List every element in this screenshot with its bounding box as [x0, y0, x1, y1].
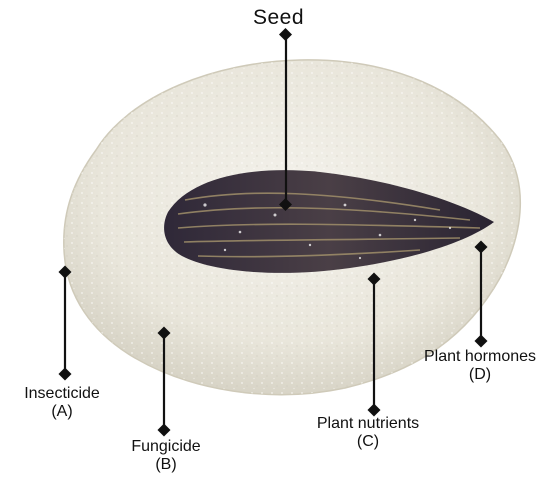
insecticide-label: Insecticide (A) [12, 385, 112, 422]
plant-hormones-label-letter: (D) [408, 366, 552, 384]
insecticide-label-name: Insecticide [12, 385, 112, 403]
plant-nutrients-label-name: Plant nutrients [296, 415, 440, 433]
fungicide-label-name: Fungicide [118, 438, 214, 456]
insecticide-label-letter: (A) [12, 403, 112, 421]
plant-hormones-label-name: Plant hormones [408, 348, 552, 366]
fungicide-label: Fungicide (B) [118, 438, 214, 475]
fungicide-label-letter: (B) [118, 456, 214, 474]
seed-label-text: Seed [253, 6, 304, 29]
plant-hormones-label: Plant hormones (D) [408, 348, 552, 385]
plant-nutrients-label-letter: (C) [296, 433, 440, 451]
plant-nutrients-label: Plant nutrients (C) [296, 415, 440, 452]
seed-label: Seed [253, 6, 304, 30]
